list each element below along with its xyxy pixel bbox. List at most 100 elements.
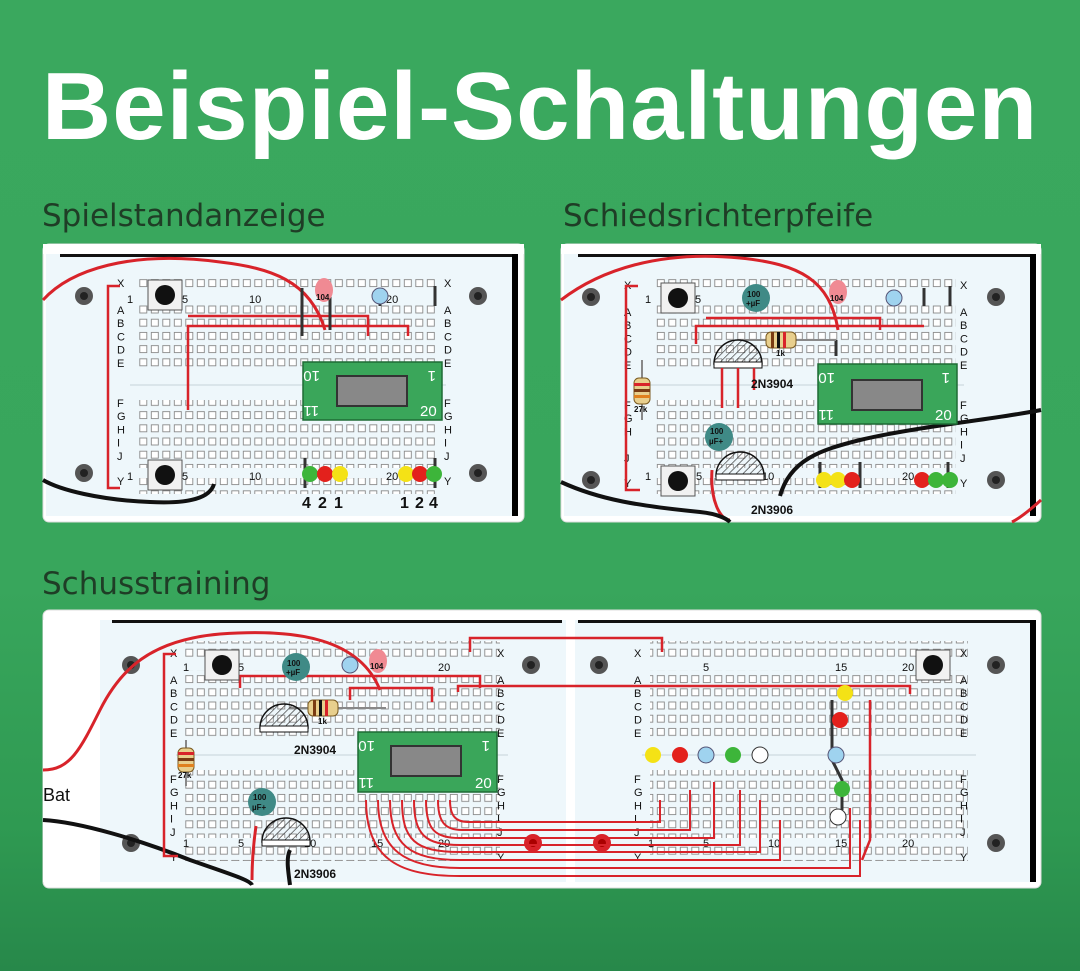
row-label: H (170, 800, 178, 812)
ic-pin-label: 1 (942, 369, 950, 386)
row-label: J (960, 827, 966, 839)
row-label: G (960, 413, 969, 425)
row-label: Y (960, 478, 968, 490)
row-label: H (117, 424, 125, 436)
row-label: A (170, 675, 178, 687)
row-label: D (170, 715, 178, 727)
row-label: F (444, 398, 451, 410)
col-label: 1 (183, 662, 189, 674)
row-label: J (634, 827, 640, 839)
row-label: E (960, 728, 967, 740)
capacitor-label: 104 (830, 294, 844, 303)
row-label: G (170, 787, 179, 799)
row-label: J (170, 827, 176, 839)
digit-label: 4 (429, 495, 438, 512)
section-label-spielstandanzeige: Spielstandanzeige (42, 198, 326, 234)
row-label: C (117, 331, 125, 343)
col-label: 1 (183, 838, 189, 850)
ic-pin-label: 1 (482, 737, 490, 754)
row-label: H (624, 426, 632, 438)
row-label: G (117, 411, 126, 423)
row-label: F (117, 398, 124, 410)
row-label: D (497, 715, 505, 727)
resistor-label: 27k (178, 771, 192, 780)
capacitor-label: 104 (370, 662, 384, 671)
col-label: 20 (902, 471, 914, 483)
digit-label: 1 (400, 495, 409, 512)
row-label: E (960, 360, 967, 372)
ic-pin-label: 11 (358, 774, 374, 791)
row-label: D (960, 715, 968, 727)
ic-pin-label: 1 (428, 367, 436, 384)
resistor-label: 1k (776, 349, 785, 358)
row-label: A (960, 675, 968, 687)
row-label: X (634, 648, 642, 660)
section-label-schiedsrichterpfeife: Schiedsrichterpfeife (563, 198, 874, 234)
row-label: X (960, 648, 968, 660)
row-label: I (170, 814, 173, 826)
row-label: F (960, 400, 967, 412)
row-label: B (170, 688, 177, 700)
col-label: 15 (835, 662, 847, 674)
digit-label: 2 (318, 495, 327, 512)
row-label: D (117, 345, 125, 357)
row-label: B (444, 318, 451, 330)
row-label: E (634, 728, 641, 740)
col-label: 10 (249, 294, 261, 306)
row-label: X (960, 280, 968, 292)
ic-pin-label: 20 (420, 403, 437, 420)
capacitor-label: µF+ (709, 437, 723, 446)
col-label: 5 (696, 471, 702, 483)
row-label: H (960, 800, 968, 812)
digit-label: 2 (415, 495, 424, 512)
row-label: F (960, 774, 967, 786)
capacitor-label: +µF (286, 668, 300, 677)
col-label: 20 (386, 294, 398, 306)
row-label: E (117, 358, 124, 370)
col-label: 10 (768, 838, 780, 850)
col-label: 15 (835, 838, 847, 850)
row-label: D (634, 715, 642, 727)
row-label: C (634, 701, 642, 713)
row-label: Y (624, 478, 632, 490)
row-label: C (170, 701, 178, 713)
ic-pin-label: 20 (935, 407, 952, 424)
col-label: 1 (127, 294, 133, 306)
row-label: Y (960, 852, 968, 864)
row-label: D (624, 347, 632, 359)
digit-label: 1 (334, 495, 343, 512)
ic-pin-label: 11 (818, 406, 834, 423)
board-schusstraining: XABCDEFGHIJYXABCDEFGHIJYXABCDEFGHIJYXABC… (42, 609, 1042, 889)
row-label: C (497, 701, 505, 713)
transistor-label: 2N3904 (294, 743, 336, 757)
capacitor-label: 100 (747, 290, 761, 299)
row-label: C (960, 333, 968, 345)
row-label: F (624, 400, 631, 412)
row-label: Y (497, 852, 505, 864)
row-label: G (634, 787, 643, 799)
row-label: C (444, 331, 452, 343)
transistor-label: 2N3906 (751, 503, 793, 517)
resistor-label: 27k (634, 405, 648, 414)
row-label: C (960, 701, 968, 713)
row-label: G (624, 413, 633, 425)
row-label: B (497, 688, 504, 700)
row-label: I (117, 438, 120, 450)
col-label: 5 (182, 471, 188, 483)
col-label: 20 (438, 662, 450, 674)
row-label: H (634, 800, 642, 812)
row-label: I (960, 814, 963, 826)
capacitor-label: 100 (710, 427, 724, 436)
row-label: C (624, 333, 632, 345)
col-label: 1 (127, 471, 133, 483)
row-label: D (444, 345, 452, 357)
row-label: I (497, 814, 500, 826)
row-label: D (960, 347, 968, 359)
col-label: 20 (386, 471, 398, 483)
row-label: A (444, 305, 452, 317)
ic-pin-label: 20 (475, 775, 492, 792)
ic-pin-label: 11 (303, 402, 319, 419)
